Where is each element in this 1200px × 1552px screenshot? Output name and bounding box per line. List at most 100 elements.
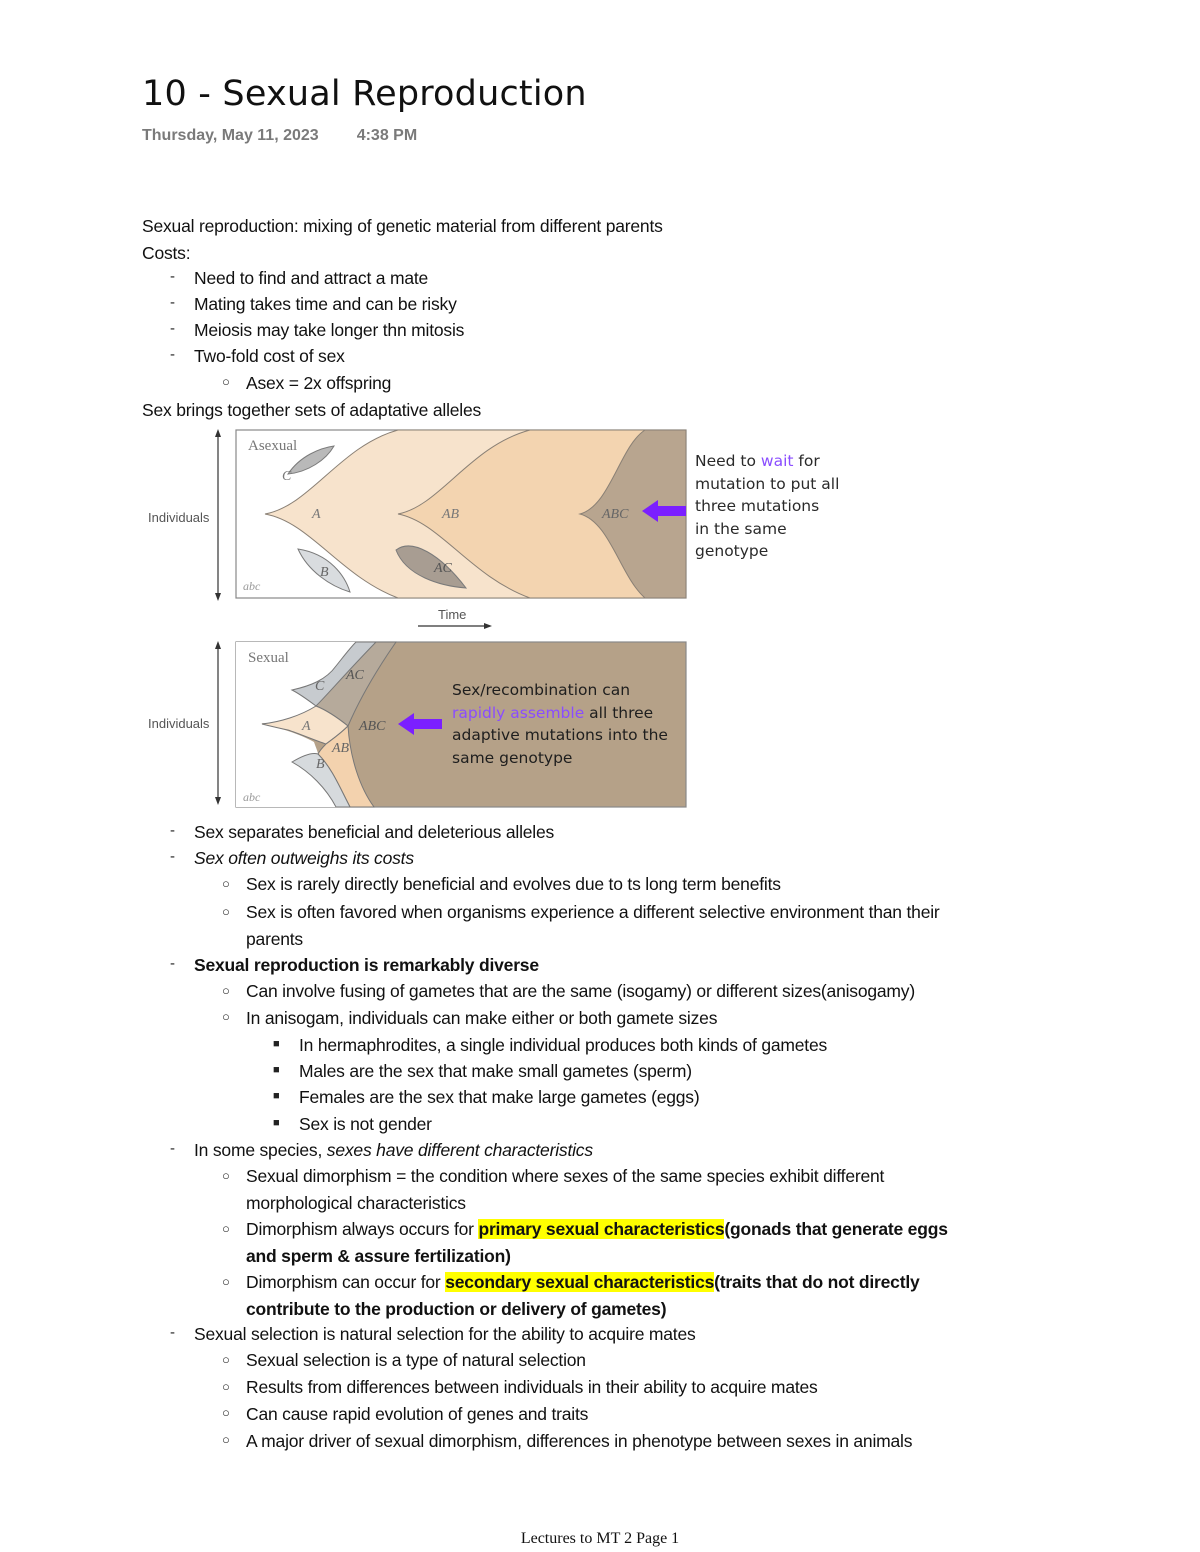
- caption-text: all three: [584, 703, 654, 722]
- highlighted-term: secondary sexual characteristics: [445, 1272, 715, 1292]
- square-bullet: ■: [273, 1090, 280, 1102]
- sub-bullet-item: Sexual dimorphism = the condition where …: [246, 1166, 885, 1186]
- sub-bullet-continuation: parents: [246, 929, 303, 949]
- svg-text:B: B: [320, 565, 329, 580]
- circle-bullet: ○: [222, 1352, 230, 1367]
- costs-heading: Costs:: [142, 243, 191, 263]
- subsub-bullet-item: Males are the sex that make small gamete…: [299, 1061, 692, 1081]
- caption-text: Sex/recombination can: [452, 681, 631, 699]
- svg-text:AC: AC: [345, 668, 365, 683]
- definition-line: Sexual reproduction: mixing of genetic m…: [142, 216, 663, 236]
- caption-text: same genotype: [452, 748, 573, 767]
- svg-text:A: A: [301, 719, 311, 734]
- sub-bullet-item: Sex is rarely directly beneficial and ev…: [246, 874, 781, 894]
- square-bullet: ■: [273, 1038, 280, 1050]
- svg-text:Sexual: Sexual: [248, 650, 289, 666]
- circle-bullet: ○: [222, 1274, 230, 1289]
- circle-bullet: ○: [222, 904, 230, 919]
- dash-bullet: -: [170, 1140, 175, 1157]
- caption-highlight: wait: [760, 452, 794, 470]
- cost-item: Two-fold cost of sex: [194, 346, 345, 366]
- cost-sub-item: Asex = 2x offspring: [246, 373, 392, 393]
- y-axis-label: Individuals: [148, 716, 210, 731]
- sexual-diagram-svg: Sexual C AC A ABC AB B abc: [215, 641, 687, 808]
- square-bullet: ■: [273, 1064, 280, 1076]
- dash-bullet: -: [170, 822, 175, 839]
- bullet-item: Sexual reproduction is remarkably divers…: [194, 955, 539, 975]
- italic-span: sexes have different characteristics: [326, 1140, 593, 1160]
- circle-bullet: ○: [222, 1009, 230, 1024]
- dash-bullet: -: [170, 1324, 175, 1341]
- sub-bullet-item: Dimorphism can occur for secondary sexua…: [246, 1271, 920, 1293]
- sub-bullet-item: Can involve fusing of gametes that are t…: [246, 981, 915, 1001]
- caption-highlight: rapidly assemble: [452, 703, 585, 722]
- page-footer: Lectures to MT 2 Page 1: [520, 1530, 680, 1547]
- caption-text: mutation to put all: [695, 474, 840, 493]
- note-timestamp: Thursday, May 11, 2023 4:38 PM: [142, 127, 417, 145]
- sub-bullet-item: A major driver of sexual dimorphism, dif…: [246, 1431, 913, 1451]
- page-title: 10 - Sexual Reproduction: [142, 74, 587, 114]
- dash-bullet: -: [170, 268, 175, 285]
- sub-bullet-item: Sexual selection is a type of natural se…: [246, 1350, 586, 1370]
- sexual-diagram: Sexual C AC A ABC AB B abc Individuals S…: [140, 638, 700, 813]
- bullet-item: In some species, sexes have different ch…: [194, 1139, 593, 1161]
- dash-bullet: -: [170, 294, 175, 311]
- caption-text: adaptive mutations into the: [452, 726, 668, 744]
- sub-bullet-item: Can cause rapid evolution of genes and t…: [246, 1404, 589, 1424]
- highlighted-term: primary sexual characteristics: [478, 1219, 725, 1239]
- circle-bullet: ○: [222, 1405, 230, 1420]
- bullet-item: Sex separates beneficial and deleterious…: [194, 822, 555, 842]
- svg-text:Asexual: Asexual: [248, 438, 297, 454]
- circle-bullet: ○: [222, 876, 230, 891]
- dash-bullet: -: [170, 320, 175, 337]
- adaptive-heading: Sex brings together sets of adaptative a…: [142, 400, 482, 420]
- sub-bullet-item: In anisogam, individuals can make either…: [246, 1008, 718, 1028]
- y-axis-label: Individuals: [148, 510, 210, 525]
- svg-text:abc: abc: [243, 579, 261, 593]
- bold-span: (gonads that generate eggs: [724, 1219, 948, 1239]
- circle-bullet: ○: [222, 983, 230, 998]
- svg-text:C: C: [315, 679, 325, 694]
- svg-text:AB: AB: [331, 741, 350, 756]
- note-date: Thursday, May 11, 2023: [142, 127, 319, 144]
- asexual-diagram: Asexual C A AB ABC B AC abc Individuals …: [140, 426, 860, 636]
- circle-bullet: ○: [222, 1379, 230, 1394]
- caption-text: three mutations: [695, 497, 820, 515]
- asexual-diagram-svg: Asexual C A AB ABC B AC abc: [215, 429, 687, 629]
- svg-text:A: A: [311, 507, 321, 522]
- square-bullet: ■: [273, 1117, 280, 1129]
- arrow-down-icon: [215, 593, 221, 601]
- caption-text: for: [793, 452, 820, 470]
- dash-bullet: -: [170, 848, 175, 865]
- cost-item: Mating takes time and can be risky: [194, 294, 457, 314]
- sexual-caption: Sex/recombination can rapidly assemble a…: [452, 679, 668, 769]
- sub-bullet-continuation: morphological characteristics: [246, 1193, 466, 1213]
- svg-text:abc: abc: [243, 790, 261, 804]
- arrow-right-icon: [484, 623, 492, 629]
- svg-text:AB: AB: [441, 507, 460, 522]
- svg-text:ABC: ABC: [601, 507, 629, 522]
- subsub-bullet-item: Females are the sex that make large game…: [299, 1087, 700, 1107]
- arrow-up-icon: [215, 429, 221, 437]
- svg-text:AC: AC: [433, 561, 453, 576]
- caption-text: Need to: [695, 452, 761, 470]
- bold-span: (traits that do not directly: [714, 1272, 920, 1292]
- dash-bullet: -: [170, 955, 175, 972]
- circle-bullet: ○: [222, 1432, 230, 1447]
- text-span: In some species,: [194, 1140, 327, 1160]
- caption-text: genotype: [695, 542, 769, 560]
- subsub-bullet-item: In hermaphrodites, a single individual p…: [299, 1035, 828, 1055]
- caption-text: in the same: [695, 519, 787, 538]
- asexual-caption: Need to wait for mutation to put all thr…: [695, 450, 839, 563]
- cost-item: Meiosis may take longer thn mitosis: [194, 320, 465, 340]
- bullet-item: Sex often outweighs its costs: [194, 848, 414, 868]
- sub-bullet-item: Sex is often favored when organisms expe…: [246, 902, 940, 922]
- purple-arrow-icon: [642, 500, 686, 522]
- x-axis-label: Time: [438, 607, 467, 622]
- text-span: Dimorphism can occur for: [246, 1272, 446, 1292]
- circle-bullet: ○: [222, 1221, 230, 1236]
- note-time: 4:38 PM: [356, 127, 418, 144]
- circle-bullet: ○: [222, 374, 230, 389]
- sub-bullet-continuation: and sperm & assure fertilization): [246, 1246, 511, 1266]
